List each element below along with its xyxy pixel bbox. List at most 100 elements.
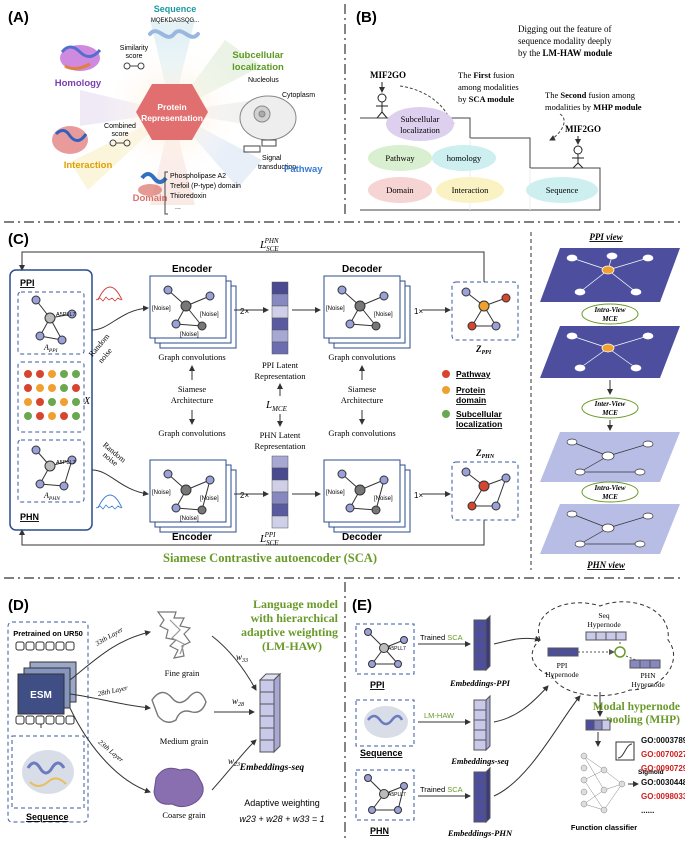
- svg-text:transduction: transduction: [258, 164, 296, 171]
- ppi-view-label: PPI view: [589, 232, 623, 242]
- z-ppi-box: [451, 281, 519, 341]
- svg-text:LSCEPPI: LSCEPPI: [259, 531, 279, 547]
- interaction-box: [436, 177, 504, 203]
- sequence-ribbon-icon: [148, 29, 200, 39]
- svg-text:Interaction: Interaction: [452, 185, 490, 195]
- sequence-label: Sequence: [154, 4, 197, 14]
- svg-text:Digging out the feature of: Digging out the feature of: [518, 24, 611, 34]
- svg-text:Coarse grain: Coarse grain: [162, 810, 206, 820]
- domain-protein-icon: [138, 172, 168, 196]
- svg-text:[Noise]: [Noise]: [200, 496, 219, 502]
- e-phn-tag: PHN: [370, 826, 389, 836]
- svg-text:w23 + w28 + w33 = 1: w23 + w28 + w33 = 1: [239, 814, 324, 824]
- svg-text:Decoder: Decoder: [342, 532, 382, 543]
- svg-text:with hierarchical: with hierarchical: [251, 611, 339, 625]
- svg-text:Siamese: Siamese: [348, 384, 377, 394]
- input-graph-box: [9, 269, 93, 531]
- e-phn-graph: [364, 774, 408, 814]
- homology-label: Homology: [55, 78, 102, 89]
- domain-box: [368, 177, 432, 203]
- svg-text:Siamese: Siamese: [178, 384, 207, 394]
- svg-text:Protein: Protein: [456, 385, 485, 395]
- e-ppi-graph: [364, 628, 408, 668]
- svg-text:LM-HAW: LM-HAW: [424, 711, 455, 720]
- phn-input-graph: [31, 445, 77, 491]
- svg-text:by the LM-HAW module: by the LM-HAW module: [518, 48, 612, 58]
- svg-text:sequence modality deeply: sequence modality deeply: [518, 36, 612, 46]
- node-legend: Pathway Protein domain Subcellular local…: [442, 369, 503, 429]
- svg-text:ZPPI: ZPPI: [475, 344, 492, 356]
- svg-text:Graph convolutions: Graph convolutions: [158, 352, 225, 362]
- svg-text:Graph convolutions: Graph convolutions: [328, 428, 395, 438]
- svg-text:homology: homology: [447, 153, 482, 163]
- embeddings-seq-column: [258, 672, 282, 754]
- go-term: ......: [641, 806, 654, 815]
- svg-text:PPI: PPI: [557, 661, 568, 670]
- svg-text:[Noise]: [Noise]: [152, 306, 171, 312]
- sequence-tag: Sequence: [26, 812, 69, 822]
- go-term: GO:0098033: [641, 792, 685, 801]
- svg-text:A5PLL7: A5PLL7: [56, 460, 76, 466]
- subcellular-box: [386, 107, 454, 141]
- svg-text:X: X: [83, 396, 91, 407]
- svg-text:A5PLL7: A5PLL7: [388, 646, 406, 652]
- phn-hypernode: [629, 659, 661, 669]
- svg-text:[Noise]: [Noise]: [200, 312, 219, 318]
- ppi-hypernode: [547, 647, 579, 657]
- svg-text:Trefoil (P-type) domain: Trefoil (P-type) domain: [170, 183, 241, 190]
- panel-c: (C) LSCEPHN LSCEPPI PPI A5PLL7 APPI X A5…: [8, 231, 680, 570]
- svg-text:Embeddings-PHN: Embeddings-PHN: [447, 828, 513, 838]
- svg-text:Intra-View: Intra-View: [593, 484, 625, 492]
- svg-text:2×: 2×: [240, 491, 249, 500]
- token-row-top: [15, 641, 75, 651]
- svg-text:PPI Latent: PPI Latent: [262, 360, 299, 370]
- svg-text:Hypernode: Hypernode: [631, 680, 665, 689]
- svg-text:...: ...: [175, 204, 181, 211]
- svg-text:Encoder: Encoder: [172, 532, 212, 543]
- panel-b-label: (B): [356, 9, 377, 26]
- subcellular-label: Subcellular: [232, 50, 284, 61]
- svg-text:[Noise]: [Noise]: [326, 490, 345, 496]
- svg-text:score: score: [125, 53, 142, 60]
- panel-c-label: (C): [8, 231, 29, 248]
- ppi-latent-column: [271, 281, 289, 355]
- svg-text:Nucleolus: Nucleolus: [248, 77, 279, 84]
- e-sequence-tag: Sequence: [360, 748, 403, 758]
- svg-text:1×: 1×: [414, 491, 423, 500]
- interaction-protein-icon: [52, 126, 88, 154]
- combined-score-icon: [109, 139, 131, 147]
- svg-text:Trained SCA: Trained SCA: [420, 633, 463, 642]
- svg-text:Embeddings-PPI: Embeddings-PPI: [449, 678, 511, 688]
- svg-text:localization: localization: [456, 419, 502, 429]
- svg-text:localization: localization: [232, 62, 284, 73]
- svg-text:LMCE: LMCE: [265, 399, 288, 413]
- cell-icon: [239, 95, 297, 141]
- svg-text:A5PLL7: A5PLL7: [56, 312, 76, 318]
- svg-text:[Noise]: [Noise]: [374, 496, 393, 502]
- svg-text:Intra-View: Intra-View: [593, 306, 625, 314]
- svg-text:Architecture: Architecture: [341, 395, 384, 405]
- e-protein-structure-icon: [364, 706, 408, 738]
- svg-text:domain: domain: [456, 395, 486, 405]
- svg-text:APHN: APHN: [43, 491, 60, 502]
- ppi-tag: PPI: [20, 278, 35, 288]
- stick-figure-left-icon: [376, 82, 388, 119]
- staircase: [360, 117, 601, 211]
- svg-text:w23: w23: [228, 756, 240, 768]
- svg-text:MCE: MCE: [601, 409, 618, 417]
- svg-text:[Noise]: [Noise]: [180, 332, 199, 338]
- feature-matrix: [24, 370, 80, 420]
- svg-text:Subcellular: Subcellular: [456, 409, 503, 419]
- token-row-bottom: [15, 715, 75, 725]
- svg-text:PHN: PHN: [640, 671, 656, 680]
- panel-d: (D) Language model with hierarchical ada…: [7, 597, 339, 824]
- pathway-label: Pathway: [284, 164, 323, 175]
- svg-text:Embeddings-seq: Embeddings-seq: [239, 763, 305, 773]
- svg-text:Thioredoxin: Thioredoxin: [170, 193, 207, 200]
- svg-text:Trained SCA: Trained SCA: [420, 785, 463, 794]
- svg-text:Medium grain: Medium grain: [160, 736, 209, 746]
- svg-text:28th Layer: 28th Layer: [97, 684, 129, 698]
- panel-dividers: [4, 4, 681, 838]
- svg-text:MQEKDASSQG...: MQEKDASSQG...: [151, 18, 200, 24]
- svg-text:Decoder: Decoder: [342, 264, 382, 275]
